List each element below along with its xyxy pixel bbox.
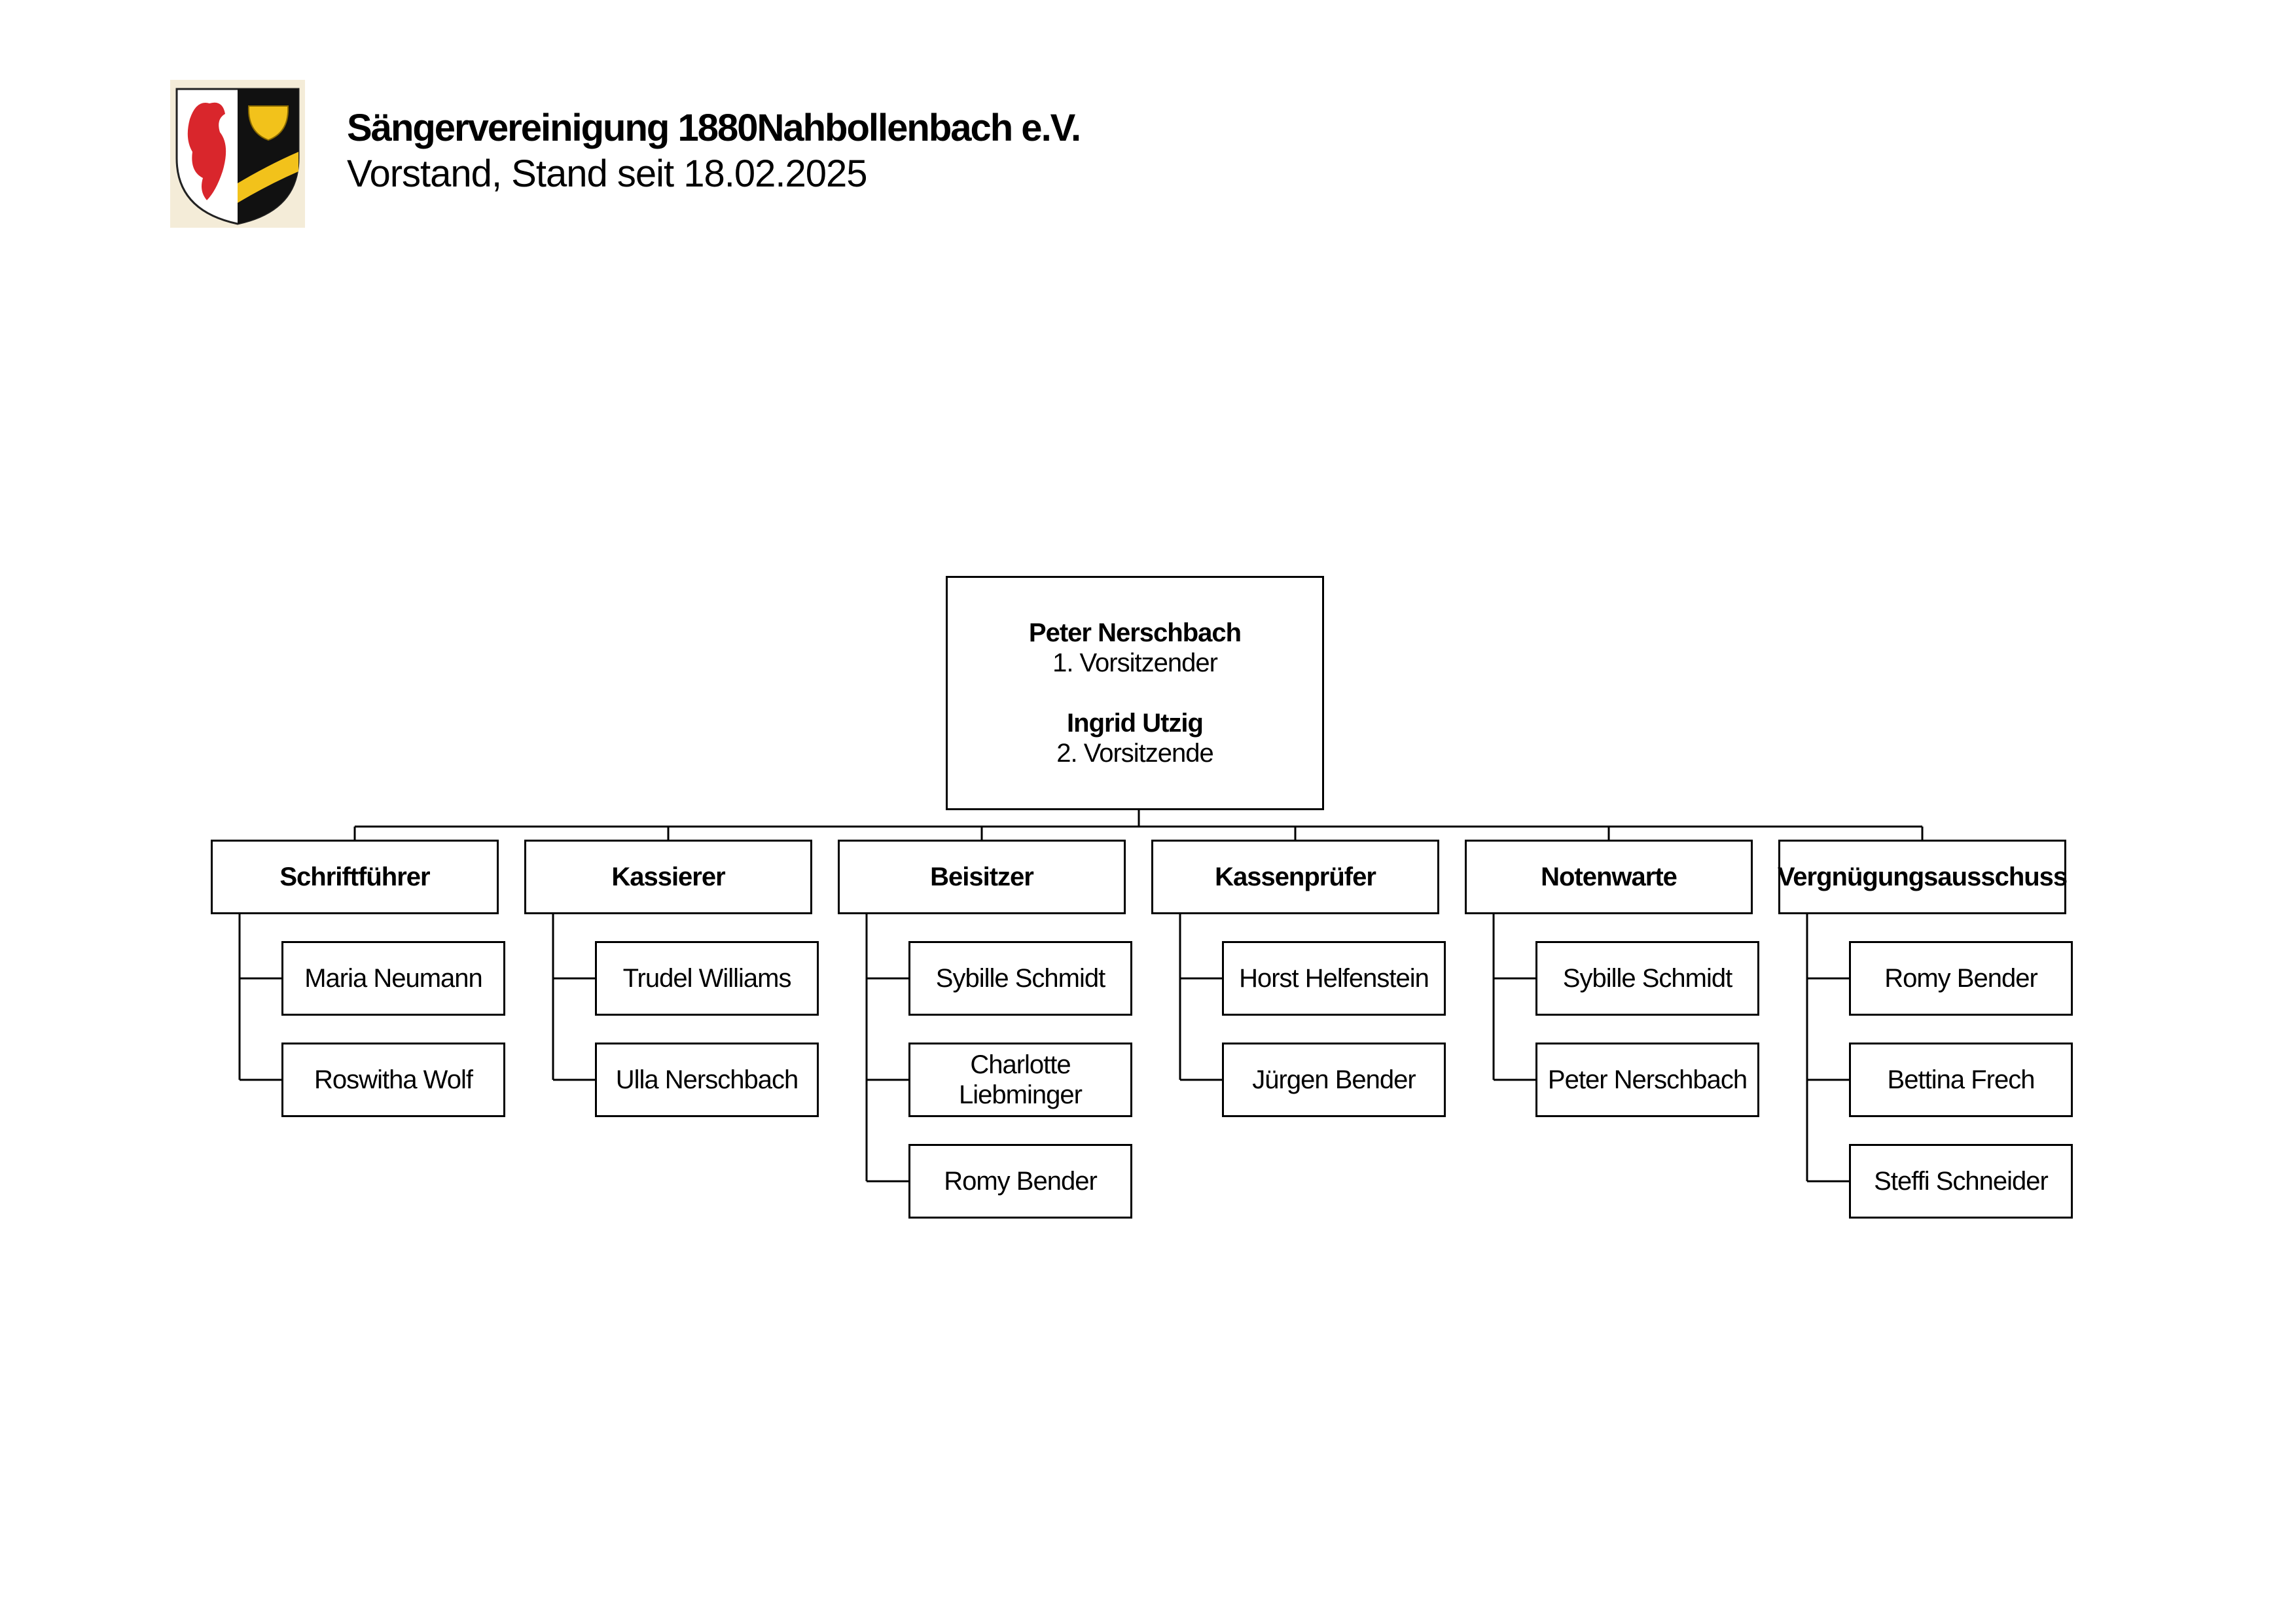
member-name: Roswitha Wolf [281, 1043, 505, 1117]
member-name: Bettina Frech [1849, 1043, 2073, 1117]
department-title: Kassierer [524, 840, 812, 914]
member-name: Sybille Schmidt [908, 941, 1132, 1016]
second-chair-name: Ingrid Utzig [1067, 709, 1204, 738]
chair-box: Peter Nerschbach 1. Vorsitzender Ingrid … [946, 576, 1324, 810]
department-title: Beisitzer [838, 840, 1126, 914]
department-title: Schriftführer [211, 840, 499, 914]
department-title: Vergnügungsausschuss [1778, 840, 2068, 914]
member-name: Romy Bender [908, 1144, 1132, 1219]
member-name: Maria Neumann [281, 941, 505, 1016]
member-name: Sybille Schmidt [1535, 941, 1759, 1016]
coat-of-arms-icon [170, 80, 305, 228]
member-name: Jürgen Bender [1222, 1043, 1446, 1117]
member-name: Charlotte Liebminger [908, 1043, 1132, 1117]
page-subtitle: Vorstand, Stand seit 18.02.2025 [347, 152, 868, 195]
second-chair-role: 2. Vorsitzende [1056, 739, 1213, 768]
member-name: Steffi Schneider [1849, 1144, 2073, 1219]
department-title: Notenwarte [1465, 840, 1753, 914]
member-name: Romy Bender [1849, 941, 2073, 1016]
page-title: Sängervereinigung 1880Nahbollenbach e.V. [347, 107, 1081, 149]
member-name: Peter Nerschbach [1535, 1043, 1759, 1117]
member-name: Trudel Williams [595, 941, 819, 1016]
department-title: Kassenprüfer [1151, 840, 1439, 914]
first-chair-role: 1. Vorsitzender [1052, 649, 1218, 677]
member-name: Horst Helfenstein [1222, 941, 1446, 1016]
first-chair-name: Peter Nerschbach [1028, 618, 1242, 647]
member-name: Ulla Nerschbach [595, 1043, 819, 1117]
